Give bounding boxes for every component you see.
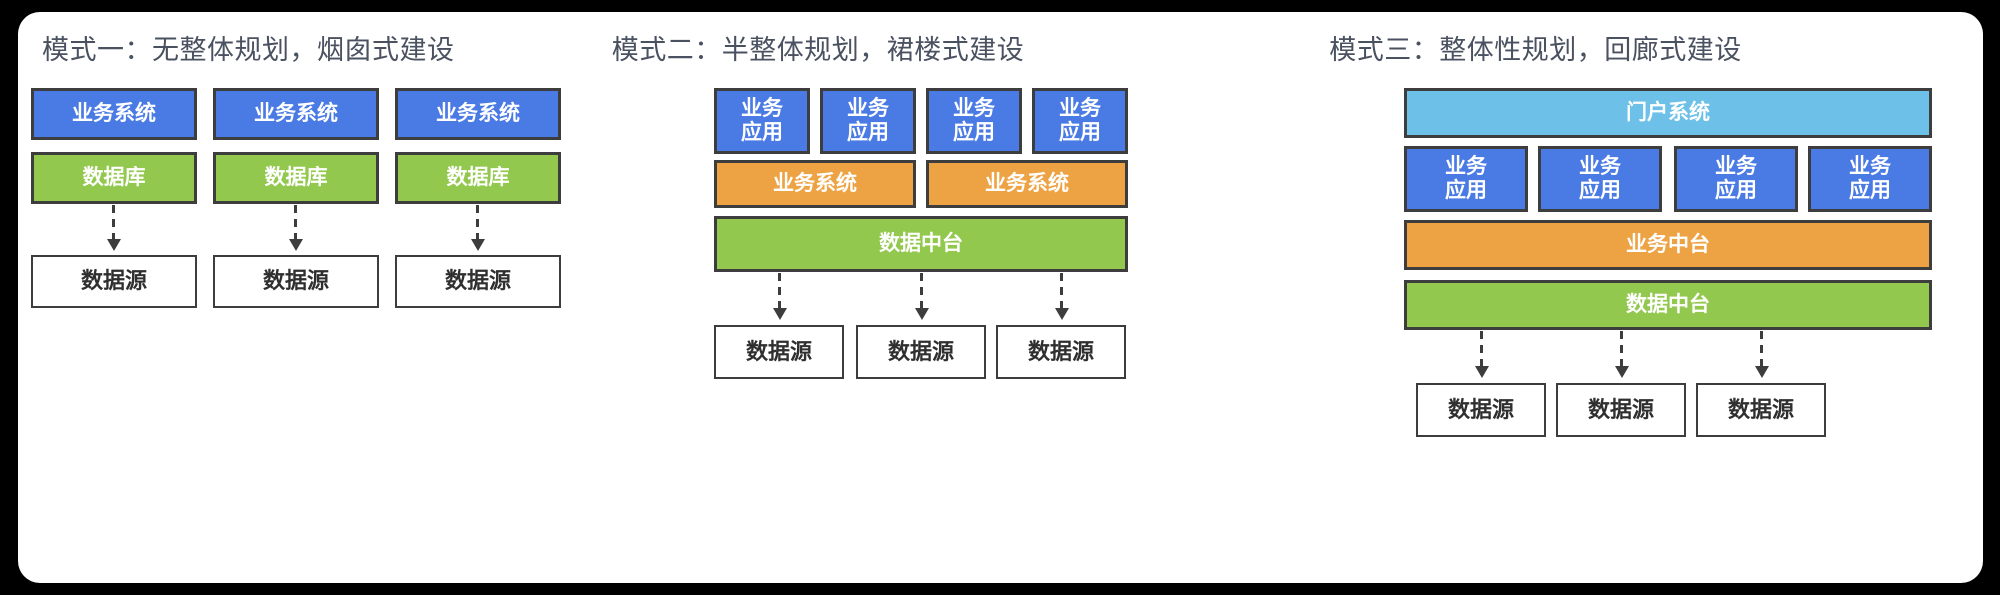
business-app-box[interactable]: 业务 应用	[1032, 88, 1128, 154]
business-system-bar[interactable]: 业务系统	[926, 160, 1128, 208]
panel-mode-two: 模式二：半整体规划，裙楼式建设 业务 应用 业务 应用 业务 应用 业务 应用 …	[538, 12, 1128, 583]
diagram-card: 模式一：无整体规划，烟囱式建设 业务系统 业务系统 业务系统 数据库 数据库 数…	[18, 12, 1983, 583]
business-app-box[interactable]: 业务 应用	[820, 88, 916, 154]
data-source-box[interactable]: 数据源	[31, 255, 197, 308]
business-platform-bar[interactable]: 业务中台	[1404, 220, 1932, 270]
connector-arrow	[773, 273, 787, 320]
panel-one-title: 模式一：无整体规划，烟囱式建设	[42, 35, 455, 65]
data-platform-bar[interactable]: 数据中台	[1404, 280, 1932, 330]
panel-mode-one: 模式一：无整体规划，烟囱式建设 业务系统 业务系统 业务系统 数据库 数据库 数…	[18, 12, 578, 583]
data-source-box[interactable]: 数据源	[996, 325, 1126, 379]
database-box[interactable]: 数据库	[31, 152, 197, 204]
business-app-box[interactable]: 业务 应用	[926, 88, 1022, 154]
business-system-box[interactable]: 业务系统	[31, 88, 197, 140]
data-source-box[interactable]: 数据源	[714, 325, 844, 379]
data-source-box[interactable]: 数据源	[1416, 383, 1546, 437]
portal-system-bar[interactable]: 门户系统	[1404, 88, 1932, 138]
data-source-box[interactable]: 数据源	[856, 325, 986, 379]
business-app-box[interactable]: 业务 应用	[1404, 146, 1528, 212]
database-box[interactable]: 数据库	[213, 152, 379, 204]
business-system-box[interactable]: 业务系统	[213, 88, 379, 140]
connector-arrow	[471, 205, 485, 251]
data-source-box[interactable]: 数据源	[1556, 383, 1686, 437]
panel-three-title: 模式三：整体性规划，回廊式建设	[1329, 35, 1742, 65]
connector-arrow	[1475, 331, 1489, 378]
business-system-box[interactable]: 业务系统	[395, 88, 561, 140]
business-app-box[interactable]: 业务 应用	[1538, 146, 1662, 212]
data-platform-bar[interactable]: 数据中台	[714, 216, 1128, 272]
data-source-box[interactable]: 数据源	[1696, 383, 1826, 437]
connector-arrow	[1615, 331, 1629, 378]
business-system-bar[interactable]: 业务系统	[714, 160, 916, 208]
connector-arrow	[107, 205, 121, 251]
business-app-box[interactable]: 业务 应用	[1674, 146, 1798, 212]
database-box[interactable]: 数据库	[395, 152, 561, 204]
business-app-box[interactable]: 业务 应用	[714, 88, 810, 154]
data-source-box[interactable]: 数据源	[213, 255, 379, 308]
connector-arrow	[289, 205, 303, 251]
connector-arrow	[915, 273, 929, 320]
panel-two-title: 模式二：半整体规划，裙楼式建设	[611, 35, 1025, 65]
business-app-box[interactable]: 业务 应用	[1808, 146, 1932, 212]
connector-arrow	[1055, 273, 1069, 320]
panel-mode-three: 模式三：整体性规划，回廊式建设 门户系统 业务 应用 业务 应用 业务 应用 业…	[1088, 12, 1983, 583]
data-source-box[interactable]: 数据源	[395, 255, 561, 308]
connector-arrow	[1755, 331, 1769, 378]
